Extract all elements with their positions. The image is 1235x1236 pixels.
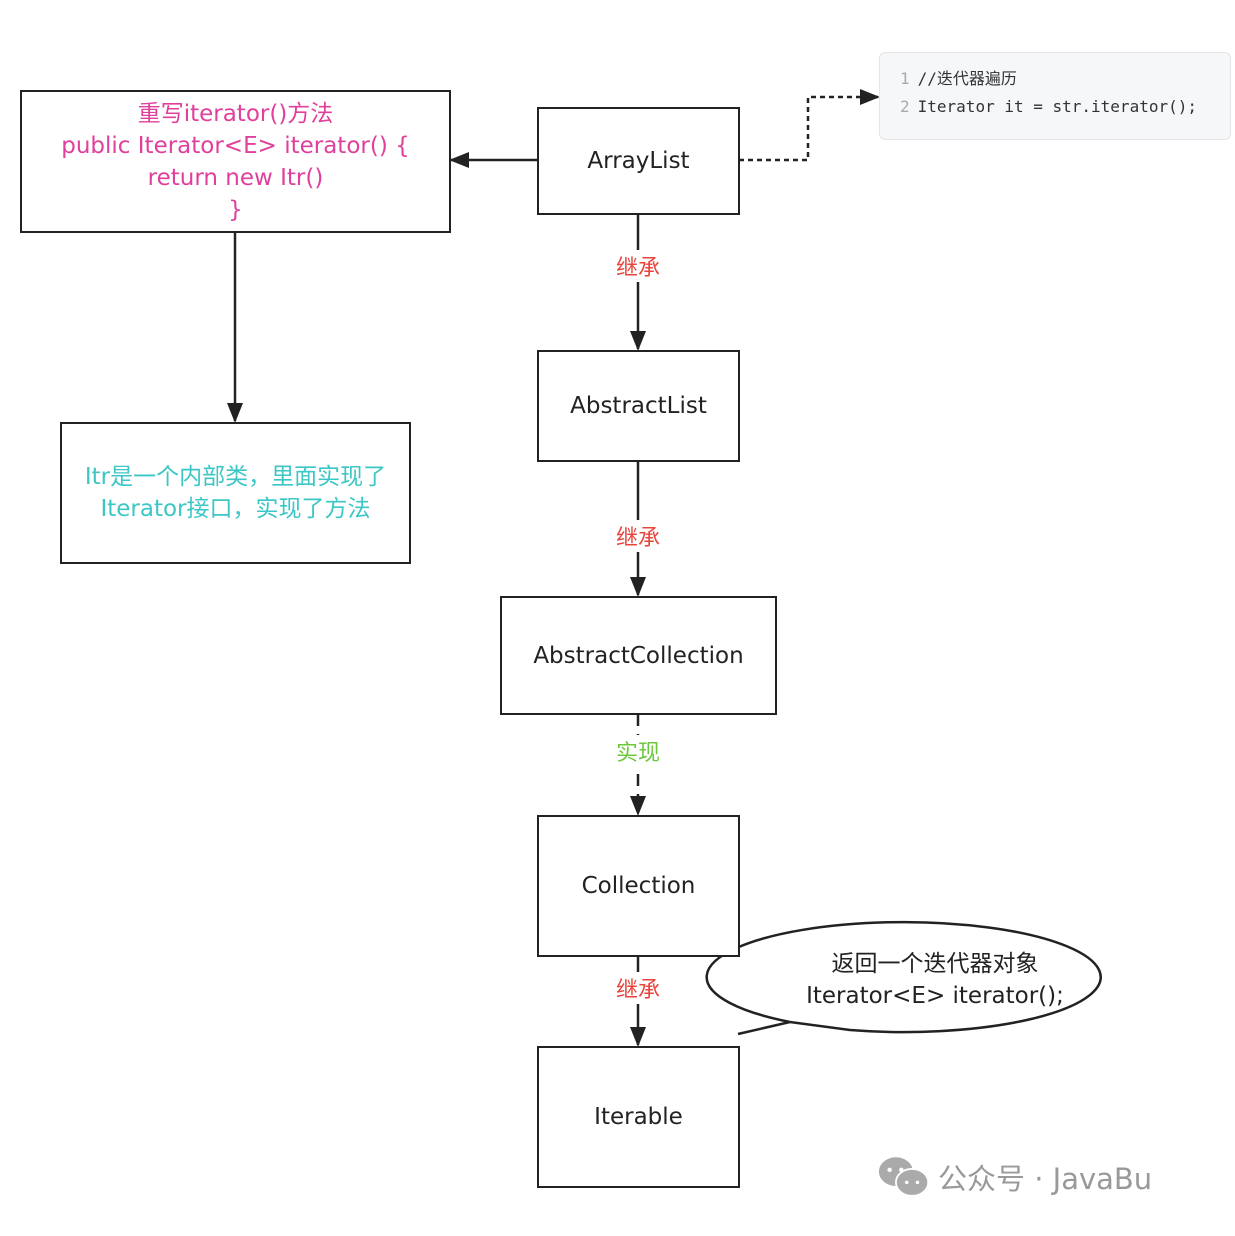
line-number: 2: [900, 97, 910, 116]
wechat-icon: [878, 1157, 930, 1197]
node-abstractcollection: AbstractCollection: [500, 596, 777, 715]
edge-label: 继承: [613, 972, 663, 1004]
node-label: ArrayList: [587, 148, 690, 174]
iterator-override-box: 重写iterator()方法 public Iterator<E> iterat…: [20, 90, 451, 233]
code-snippet: 1 //迭代器遍历 2 Iterator it = str.iterator();: [879, 52, 1231, 140]
edge-label: 继承: [613, 520, 663, 552]
node-label: AbstractCollection: [533, 642, 744, 669]
bubble-line: 返回一个迭代器对象: [831, 951, 1039, 977]
line-number: 1: [900, 69, 910, 88]
watermark-text: 公众号 · JavaBu: [938, 1162, 1153, 1196]
box-line: 重写iterator()方法: [137, 100, 334, 127]
node-iterable: Iterable: [537, 1046, 740, 1188]
node-label: Collection: [581, 873, 696, 899]
code-line: //迭代器遍历: [917, 69, 1017, 88]
box-line: }: [228, 196, 243, 223]
edge-label: 实现: [613, 735, 663, 767]
itr-text: Itr是一个内部类，里面实现了Iterator接口，实现了方法: [84, 464, 387, 522]
box-line: return new Itr(): [147, 164, 324, 191]
node-arraylist: ArrayList: [537, 107, 740, 215]
edge-label: 继承: [613, 250, 663, 282]
arraylist-to-code-dotted-arrow: [739, 89, 880, 162]
code-line: Iterator it = str.iterator();: [917, 97, 1197, 116]
node-collection: Collection: [537, 815, 740, 957]
itr-box: Itr是一个内部类，里面实现了Iterator接口，实现了方法: [60, 422, 411, 564]
node-label: Iterable: [594, 1104, 683, 1130]
watermark: 公众号 · JavaBu: [878, 1155, 1228, 1199]
node-label: AbstractList: [570, 393, 707, 419]
bubble-line: Iterator<E> iterator();: [806, 983, 1064, 1009]
node-abstractlist: AbstractList: [537, 350, 740, 462]
speech-bubble: [705, 920, 1102, 1036]
bubble-text: 返回一个迭代器对象 Iterator<E> iterator();: [740, 948, 1130, 1012]
box-line: public Iterator<E> iterator() {: [61, 132, 410, 159]
